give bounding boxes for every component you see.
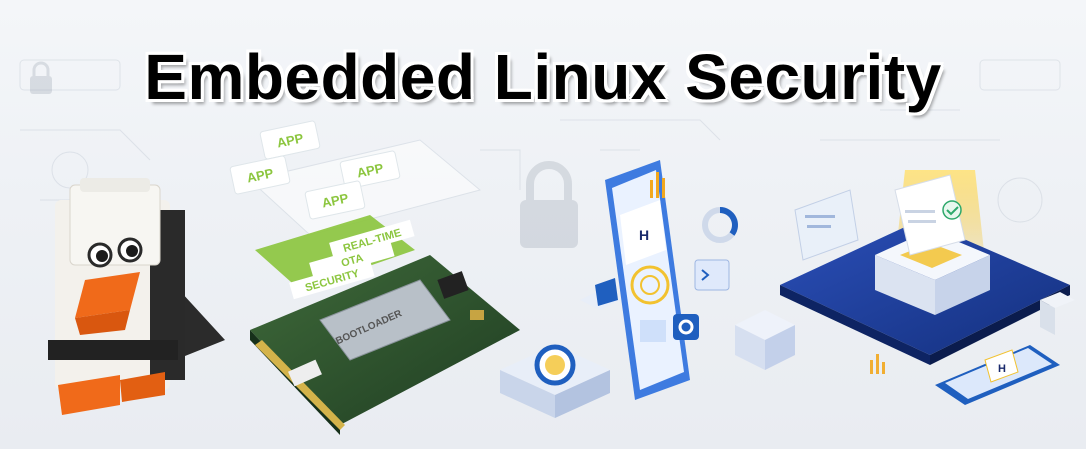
app-tile-label: APP [245,165,275,185]
terminal-icon [694,259,730,291]
feature-labels: REAL-TIME OTA SECURITY [289,219,415,300]
padlock-icon [520,161,578,248]
bar-chart-icon [870,354,885,374]
tablet: H [935,345,1060,405]
app-tile-label: APP [275,130,305,150]
gear-icon [673,314,699,340]
banner-title: Embedded Linux Security [144,41,942,113]
ring-chart-icon [702,207,738,243]
edge-connector [255,340,345,430]
phone-badge: H [639,227,649,243]
bar-chart-icon [650,172,665,198]
penguin-mascot [48,178,225,415]
app-tile-label: APP [320,190,350,210]
tablet-badge: H [998,363,1006,375]
app-tiles: APP APP APP APP [229,120,401,220]
padlock-icon [30,61,52,94]
shield-icon [595,278,618,306]
dashboard-panel [794,189,859,261]
app-tile-label: APP [355,160,385,180]
som-module: APP APP APP APP [229,120,520,435]
smartphone: H [500,160,795,418]
checkmark-icon [942,200,962,220]
document-icon [894,174,966,256]
secure-server-platform: H [780,170,1075,405]
